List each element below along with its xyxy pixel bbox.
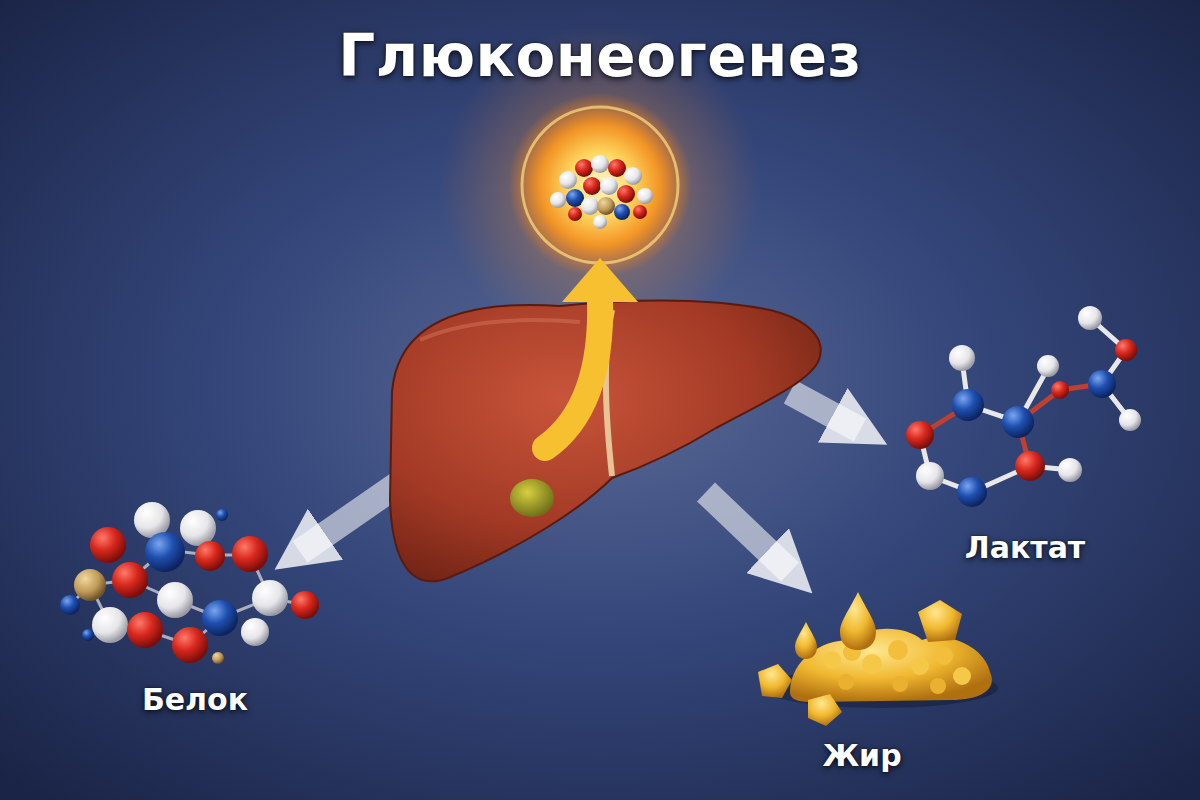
protein-molecule-part (127, 612, 163, 648)
glucose-molecule-part (575, 159, 593, 177)
fat-illustration-part (823, 651, 841, 669)
lactate-molecule-part (952, 389, 984, 421)
glucose-molecule-part (597, 197, 615, 215)
protein-molecule-part (60, 595, 80, 615)
protein-molecule-part (291, 591, 319, 619)
glucose-molecule-part (581, 197, 599, 215)
protein-molecule-part (180, 510, 216, 546)
glucose-molecule-part (559, 171, 577, 189)
protein-molecule (60, 502, 319, 664)
direction-arrows-part (706, 492, 790, 572)
protein-molecule-part (172, 627, 208, 663)
glucose-molecule-part (600, 177, 618, 195)
lactate-molecule-part (957, 477, 987, 507)
lactate-molecule-part (920, 318, 1130, 492)
liver (390, 301, 821, 582)
glucose-molecule-part (608, 159, 626, 177)
lactate-molecule-part (1037, 355, 1059, 377)
protein-molecule-part (82, 629, 94, 641)
glucose-molecule-part (550, 192, 566, 208)
glucose-molecule-part (617, 185, 635, 203)
protein-molecule-part (195, 541, 225, 571)
fat-illustration-part (930, 678, 946, 694)
fat-illustration-part (758, 664, 792, 698)
fat-illustration-part (888, 640, 908, 660)
lactate-molecule-part (1078, 306, 1102, 330)
lactate-molecule-part (1115, 339, 1137, 361)
protein-molecule-part (241, 618, 269, 646)
glucose-molecule (550, 155, 653, 229)
lactate-molecule-part (1002, 406, 1034, 438)
glucose-molecule-part (593, 215, 607, 229)
protein-molecule-part (216, 509, 228, 521)
protein-molecule-part (157, 582, 193, 618)
protein-molecule-part (252, 580, 288, 616)
fat-illustration-part (892, 676, 908, 692)
direction-arrows-part (790, 392, 860, 430)
glucose-molecule-part (614, 204, 630, 220)
lactate-molecule-part (906, 421, 934, 449)
synthesis-arrow-part (562, 258, 638, 302)
substrate-label: Лактат (965, 530, 1086, 565)
protein-molecule-part (90, 527, 126, 563)
diagram-title: Глюконеогенез (338, 22, 862, 90)
lactate-molecule-part (1088, 370, 1116, 398)
fat-illustration-part (862, 654, 882, 674)
fat-illustration-part (935, 647, 953, 665)
lactate-molecule (906, 306, 1141, 507)
glucose-molecule-part (583, 177, 601, 195)
substrate-label: Жир (822, 738, 901, 773)
lactate-molecule-part (1015, 451, 1045, 481)
fat-illustration (758, 592, 998, 726)
fat-illustration-part (808, 694, 842, 726)
lactate-molecule-part (916, 462, 944, 490)
glucose-molecule-part (591, 155, 609, 173)
substrate-label: Белок (142, 682, 248, 717)
glucose-molecule-part (637, 188, 653, 204)
protein-molecule-part (212, 652, 224, 664)
protein-molecule-part (112, 562, 148, 598)
liver-part (420, 320, 580, 340)
protein-molecule-part (145, 532, 185, 572)
protein-molecule-part (232, 536, 268, 572)
protein-molecule-part (92, 607, 128, 643)
lactate-molecule-part (1119, 409, 1141, 431)
fat-illustration-part (953, 667, 971, 685)
lactate-molecule-part (1058, 458, 1082, 482)
fat-illustration-part (790, 629, 992, 702)
synthesis-arrow-part (545, 300, 600, 448)
liver-part (390, 301, 821, 582)
glucose-molecule-part (633, 205, 647, 219)
lactate-molecule-part (1051, 381, 1069, 399)
fat-illustration-part (918, 600, 962, 642)
protein-molecule-part (202, 600, 238, 636)
fat-illustration-part (838, 674, 854, 690)
protein-molecule-part (74, 569, 106, 601)
glucose-glow-part (522, 107, 678, 263)
synthesis-arrow (545, 258, 638, 448)
lactate-molecule-part (949, 345, 975, 371)
fat-illustration-part (840, 592, 876, 650)
fat-illustration-part (795, 622, 817, 659)
glucose-molecule-part (568, 207, 582, 221)
glucose-molecule-part (624, 167, 642, 185)
liver-part (510, 479, 554, 517)
glucose-glow-part (508, 93, 692, 277)
fat-illustration-part (911, 657, 929, 675)
